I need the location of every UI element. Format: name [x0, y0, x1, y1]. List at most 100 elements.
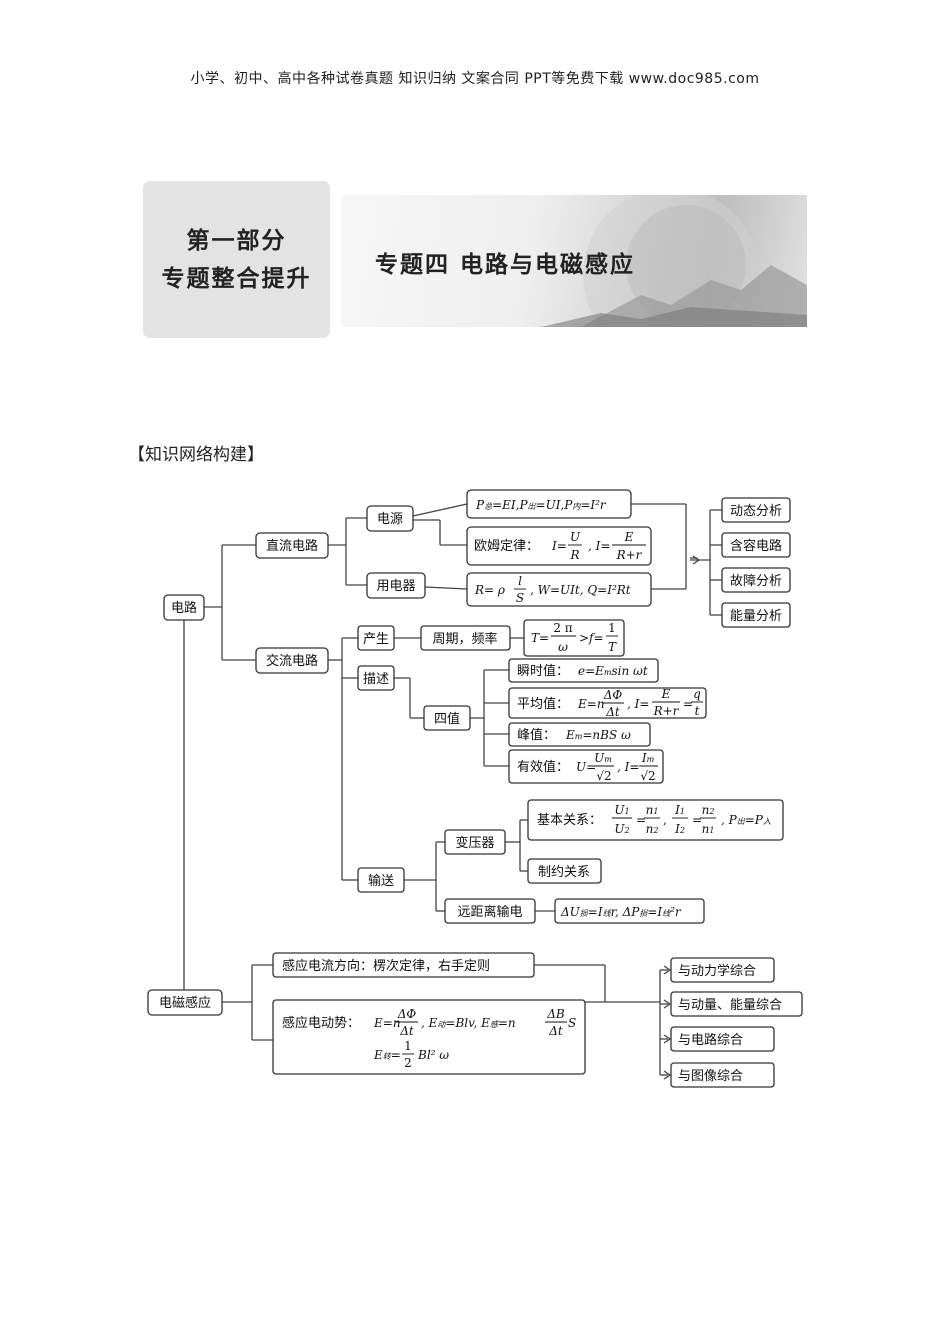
node-long-distance-transmission: 远距离输电 — [457, 904, 522, 920]
svg-text:R+r: R+r — [616, 548, 643, 562]
svg-text:,: , — [663, 813, 667, 827]
formula-period-frequency: T= 2 π ω >f= 1 T — [531, 621, 618, 654]
synthesis-item: 与动量、能量综合 — [678, 998, 782, 1013]
svg-text:E: E — [661, 687, 671, 701]
node-appliance: 用电器 — [376, 579, 415, 594]
formula-instant: e=Emsin ωt — [578, 664, 648, 678]
svg-text:U: U — [570, 530, 581, 544]
node-induction-box — [147, 989, 223, 1016]
part-subtitle: 专题整合提升 — [161, 265, 312, 292]
analysis-item: 含容电路 — [730, 538, 782, 554]
svg-text:Um: Um — [594, 751, 612, 765]
svg-text:Bl² ω: Bl² ω — [417, 1048, 449, 1062]
svg-text:2 π: 2 π — [553, 621, 572, 635]
formula-transformer-basic: U1 U2 = n1 n2 , I1 I2 = n2 n1 , P出=P入 — [612, 803, 771, 836]
node-power-source: 电源 — [377, 512, 403, 527]
section-title: 【知识网络构建】 — [128, 445, 264, 465]
ohm-law-label: 欧姆定律： — [474, 539, 539, 554]
node-period-frequency: 周期，频率 — [432, 631, 497, 647]
analysis-item: 能量分析 — [730, 609, 782, 624]
svg-text:=: = — [692, 813, 702, 827]
connector-lines — [183, 503, 722, 1080]
formula-power: P总=EI,P出=UI,P内=I²r — [475, 498, 607, 512]
svg-text:q: q — [693, 687, 701, 701]
svg-text:Δt: Δt — [399, 1024, 414, 1038]
svg-text:S: S — [516, 591, 524, 605]
node-circuit-box — [163, 594, 205, 621]
topic-banner: 专题四 电路与电磁感应 — [341, 195, 807, 327]
svg-text:n1: n1 — [702, 822, 715, 836]
part-banner: 第一部分 专题整合提升 — [143, 181, 330, 338]
svg-text:√2: √2 — [640, 769, 655, 783]
svg-text:R: R — [569, 548, 579, 562]
basic-relation-label: 基本关系： — [537, 813, 602, 828]
svg-text:>f=: >f= — [579, 631, 604, 645]
svg-text:, W=UIt, Q=I²Rt: , W=UIt, Q=I²Rt — [530, 583, 631, 597]
svg-text:, I=: , I= — [588, 539, 610, 553]
analysis-item: 故障分析 — [730, 574, 782, 589]
svg-text:T=: T= — [531, 631, 549, 645]
svg-text:n1: n1 — [646, 803, 659, 817]
svg-text:Δt: Δt — [605, 705, 620, 719]
node-constraint-relation: 制约关系 — [538, 865, 590, 880]
node-induction: 电磁感应 — [159, 995, 211, 1011]
svg-text:E转=: E转= — [373, 1048, 401, 1062]
node-transmission: 输送 — [368, 873, 394, 889]
svg-text:n2: n2 — [702, 803, 715, 817]
topic-title: 专题四 电路与电磁感应 — [375, 252, 636, 278]
formula-resistance-work-heat: R= ρ l S , W=UIt, Q=I²Rt — [474, 574, 631, 605]
node-describe: 描述 — [363, 672, 389, 687]
node-induced-current-direction: 感应电流方向：楞次定律，右手定则 — [282, 958, 490, 974]
svg-text:R+r: R+r — [653, 704, 680, 718]
instant-value-label: 瞬时值： — [517, 663, 569, 679]
node-dc-circuit: 直流电路 — [266, 538, 318, 554]
svg-text:U=: U= — [576, 760, 596, 774]
svg-text:=: = — [683, 697, 693, 711]
svg-text:Δt: Δt — [548, 1024, 563, 1038]
svg-text:l: l — [518, 574, 522, 588]
svg-text:I=: I= — [551, 539, 567, 553]
svg-text:, E动=Blv, E感=n: , E动=Blv, E感=n — [421, 1016, 516, 1030]
svg-text:E: E — [624, 530, 634, 544]
peak-value-label: 峰值： — [517, 727, 556, 743]
node-ac-circuit: 交流电路 — [266, 653, 318, 669]
node-four-values: 四值 — [434, 711, 460, 727]
svg-text:√2: √2 — [596, 769, 611, 783]
formula-peak: Em=nBS ω — [565, 728, 631, 742]
svg-text:, I=: , I= — [617, 760, 639, 774]
svg-text:, P出=P入: , P出=P入 — [721, 813, 771, 827]
svg-text:n2: n2 — [646, 822, 659, 836]
svg-text:1: 1 — [404, 1039, 412, 1053]
svg-text:T: T — [608, 640, 617, 654]
node-generate: 产生 — [363, 632, 389, 647]
induced-emf-label: 感应电动势： — [282, 1015, 360, 1031]
synthesis-item: 与图像综合 — [678, 1069, 743, 1084]
svg-text:ΔΦ: ΔΦ — [603, 688, 623, 702]
formula-average: E=n ΔΦ Δt , I= E R+r = q t — [577, 687, 703, 719]
svg-text:1: 1 — [608, 621, 616, 635]
svg-text:U1: U1 — [614, 803, 629, 817]
svg-text:U2: U2 — [614, 822, 629, 836]
svg-text:ω: ω — [558, 640, 568, 654]
svg-text:=: = — [636, 813, 646, 827]
svg-text:S: S — [568, 1016, 576, 1030]
svg-text:2: 2 — [404, 1056, 412, 1070]
svg-text:R= ρ: R= ρ — [474, 583, 505, 597]
synthesis-item: 与动力学综合 — [678, 963, 756, 979]
part-title: 第一部分 — [186, 227, 287, 254]
svg-text:I1: I1 — [674, 803, 685, 817]
formula-effective: U= Um √2 , I= Im √2 — [576, 751, 658, 783]
synthesis-item: 与电路综合 — [678, 1032, 743, 1048]
svg-text:, I=: , I= — [627, 697, 649, 711]
banner-decoration — [541, 195, 807, 327]
svg-text:t: t — [695, 704, 700, 718]
analysis-item: 动态分析 — [730, 504, 782, 519]
svg-text:ΔB: ΔB — [546, 1007, 565, 1021]
effective-value-label: 有效值： — [517, 759, 569, 775]
node-circuit: 电路 — [171, 600, 197, 616]
page-header: 小学、初中、高中各种试卷真题 知识归纳 文案合同 PPT等免费下载 www.do… — [190, 71, 760, 87]
svg-text:I2: I2 — [674, 822, 685, 836]
svg-text:Im: Im — [641, 751, 655, 765]
svg-text:E=n: E=n — [373, 1016, 401, 1030]
formula-ohm-law: I= U R , I= E R+r — [551, 530, 646, 562]
